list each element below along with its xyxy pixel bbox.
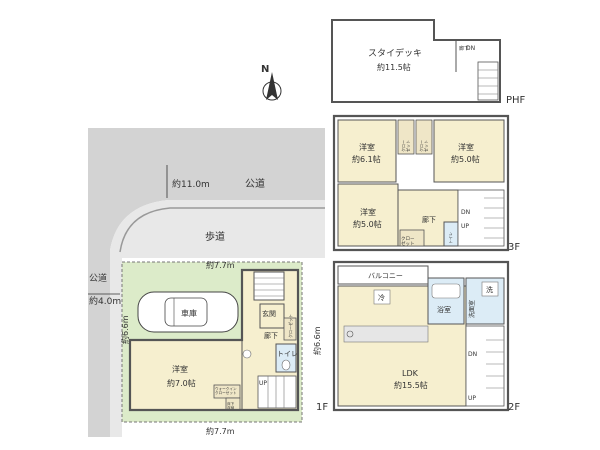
north-arrow-icon: N <box>261 64 282 101</box>
washroom-label: 洗面室 <box>468 300 476 318</box>
stove-icon <box>346 330 354 338</box>
entrance-1f <box>259 303 285 329</box>
floor-phf-label: PHF <box>506 95 526 106</box>
room-1f-western <box>129 339 243 411</box>
phf-hall-label: 廊下 <box>459 45 469 52</box>
sink-1f-icon <box>242 349 252 359</box>
west-road-width: 約4.0m <box>89 295 121 307</box>
room-3f-a-size: 約6.1帖 <box>352 154 381 164</box>
lot-left-dim: 約6.6m <box>120 315 130 344</box>
room-1f-name: 洋室 <box>172 364 188 374</box>
floor-3-label: 3F <box>508 242 520 253</box>
public-road <box>88 128 325 437</box>
stair-lines-1f <box>254 277 284 297</box>
lot-top-dim: 約7.7m <box>206 260 235 270</box>
floor-1-label: 1F <box>316 402 328 413</box>
walkin-closet-1f-label: ウォークインクローゼット <box>215 386 237 395</box>
sidewalk-area <box>110 200 325 437</box>
north-road-label: 公道 <box>245 177 265 190</box>
washer-label: 洗 <box>486 285 493 294</box>
closet-3f-main <box>399 229 425 247</box>
room-3f-b-size: 約5.0帖 <box>451 154 480 164</box>
stair-top-1f <box>253 271 285 301</box>
phf-dn-label: DN <box>466 45 475 52</box>
west-road-label: 公道 <box>89 272 107 284</box>
up-3f-label: UP <box>461 223 469 230</box>
toilet-1f-label: トイレ <box>277 350 298 358</box>
under-storage-1f-label: 床下収納 <box>227 401 235 410</box>
curb-line <box>119 207 325 253</box>
floor-phf: スタイデッキ 約11.5帖 廊下 DN PHF <box>331 19 526 106</box>
ldk-name: LDK <box>402 369 419 378</box>
deck-size: 約11.5帖 <box>377 62 411 72</box>
wall-2f <box>332 260 510 412</box>
room-3f-a-name: 洋室 <box>359 142 375 152</box>
dn-2f-label: DN <box>468 351 477 358</box>
room-3f-b-name: 洋室 <box>458 142 474 152</box>
balcony-2f <box>337 265 429 285</box>
room-3f-c-name: 洋室 <box>360 207 376 217</box>
up-2f-label: UP <box>468 395 476 402</box>
lot-right-dim: 約6.6m <box>312 326 322 355</box>
up-1f-label: UP <box>259 380 267 387</box>
sidewalk-label: 歩道 <box>205 230 225 243</box>
room-3f-c-size: 約5.0帖 <box>353 219 382 229</box>
floor-2-label: 2F <box>508 402 520 413</box>
balcony-label: バルコニー <box>368 272 403 280</box>
stair-bottom-lines-1f <box>267 376 285 408</box>
hall-3f-label: 廊下 <box>422 215 436 224</box>
garage-label: 車庫 <box>181 308 197 318</box>
entrance-label: 玄関 <box>262 309 276 318</box>
stair-lines-phf <box>478 69 498 95</box>
ldk-size: 約15.5帖 <box>394 380 428 390</box>
wall-1f <box>128 268 300 412</box>
closet-3f-main-label: クローゼット <box>401 236 415 247</box>
fridge-label: 冷 <box>378 293 385 302</box>
closet-3f-b <box>415 119 433 155</box>
stair-lines-2f <box>486 339 504 389</box>
toilet-3f-label: トイレ <box>448 232 453 244</box>
washer-icon <box>481 281 499 297</box>
stair-lines-3f <box>484 197 504 239</box>
kitchen-counter <box>343 325 429 343</box>
storage-1f-label: クローゼット <box>287 314 293 338</box>
room-3f-b <box>433 119 505 183</box>
room-3f-a <box>337 119 397 183</box>
closet-3f-b-label: クローゼット <box>418 140 428 152</box>
wall-3f <box>332 114 510 252</box>
lot-bottom-dim: 約7.7m <box>206 426 235 436</box>
floor-1: 車庫 玄関 クローゼット 廊下 トイレ UP 洋室 約7.0帖 ウォークインクロ… <box>128 268 328 413</box>
toilet-1f <box>275 343 297 373</box>
storage-1f <box>283 317 297 341</box>
floor-2: バルコニー 浴室 洗 洗面室 冷 DN UP LDK 約15.5帖 2F <box>332 260 520 413</box>
deck-name: スタイデッキ <box>368 47 422 59</box>
room-3f-c <box>337 183 399 247</box>
fridge-icon <box>373 289 391 305</box>
floor-3: 洋室 約6.1帖 洋室 約5.0帖 洋室 約5.0帖 クローゼット クローゼット… <box>332 114 520 253</box>
north-road-width: 約11.0m <box>172 178 210 190</box>
toilet-1f-icon <box>281 359 291 371</box>
car-icon <box>137 291 239 333</box>
stair-phf <box>477 61 499 101</box>
compass-label: N <box>261 64 269 75</box>
closet-3f-a <box>397 119 415 155</box>
stair-2f <box>465 325 505 407</box>
bath-label: 浴室 <box>437 305 451 314</box>
hall-1f-label: 廊下 <box>264 331 278 340</box>
closet-3f-a-label: クローゼット <box>400 140 410 152</box>
stair-bottom-1f <box>257 375 297 409</box>
bathtub-icon <box>431 283 461 299</box>
room-1f-size: 約7.0帖 <box>167 378 196 388</box>
roof-deck <box>331 19 501 103</box>
dn-3f-label: DN <box>461 209 470 216</box>
